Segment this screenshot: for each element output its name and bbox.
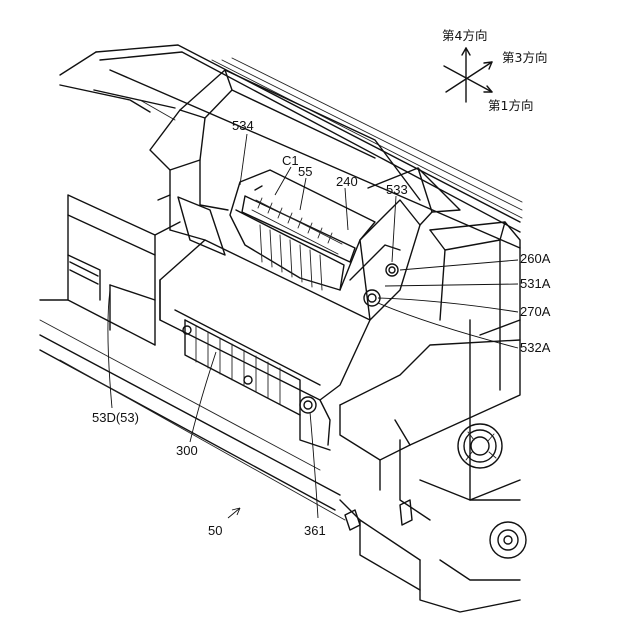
dir4-label: 第4方向 [442,28,487,43]
label-534: 534 [232,118,254,133]
label-53D: 53D(53) [92,410,139,425]
label-533: 533 [386,182,408,197]
label-C1: C1 [282,153,299,168]
dir3-arrow [484,62,492,69]
front-block-300 [160,240,370,450]
label-532A: 532A [520,340,551,355]
label-270A: 270A [520,304,551,319]
dir1-label: 第1方向 [488,98,533,113]
dir3-label: 第3方向 [502,50,547,65]
direction-indicator [444,48,492,102]
right-mechanism [340,222,526,612]
label-55: 55 [298,164,312,179]
label-300: 300 [176,443,198,458]
housing-53D [40,195,345,520]
label-260A: 260A [520,251,551,266]
label-361: 361 [304,523,326,538]
label-240: 240 [336,174,358,189]
label-50: 50 [208,523,222,538]
label-531A: 531A [520,276,551,291]
